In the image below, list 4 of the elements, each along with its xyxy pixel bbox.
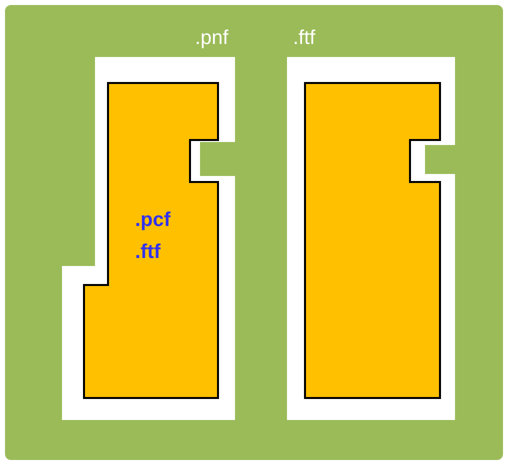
layer-label: .pnf xyxy=(195,26,228,50)
layer-label: .ftf xyxy=(293,26,316,50)
layer-label: .pcf xyxy=(135,208,171,232)
layer-label: .ftf xyxy=(135,240,161,264)
